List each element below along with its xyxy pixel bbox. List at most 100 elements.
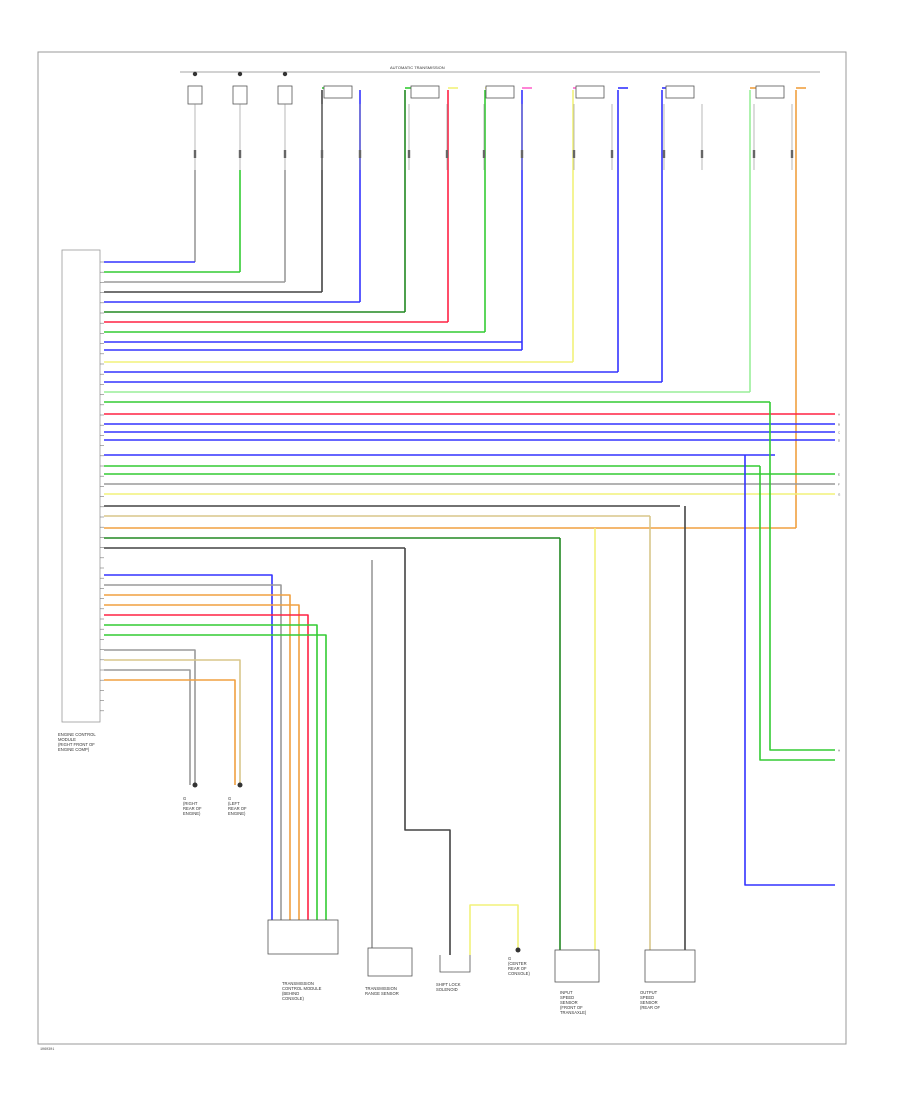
diagram-title: AUTOMATIC TRANSMISSION xyxy=(390,65,445,70)
top-component-1 xyxy=(232,71,248,170)
svg-text:ENGINE): ENGINE) xyxy=(183,811,201,816)
right-tag-1: B xyxy=(838,423,840,427)
top-component-4 xyxy=(407,85,449,170)
tcm-component: TRANSMISSION CONTROL MODULE (BEHIND CONS… xyxy=(267,919,339,1001)
top-ground-icon xyxy=(192,71,198,77)
svg-text:OUTPUT: OUTPUT xyxy=(640,990,658,995)
tcm-wire-3 xyxy=(104,604,300,920)
svg-text:REAR OF: REAR OF xyxy=(183,806,202,811)
tcm-wire-1 xyxy=(104,584,282,920)
svg-text:ENGINE): ENGINE) xyxy=(228,811,246,816)
top-ground-icon xyxy=(282,71,288,77)
solenoid-box xyxy=(485,85,515,99)
svg-text:(LEFT: (LEFT xyxy=(228,801,240,806)
svg-text:RANGE SENSOR: RANGE SENSOR xyxy=(365,991,399,996)
right-tag-5: F xyxy=(838,483,840,487)
top-pin-0 xyxy=(407,150,411,158)
top-pin-0 xyxy=(572,150,576,158)
svg-text:TRANSMISSION: TRANSMISSION xyxy=(282,981,314,986)
solenoid-box xyxy=(755,85,785,99)
top-pin-1 xyxy=(610,150,614,158)
svg-text:(FRONT OF: (FRONT OF xyxy=(560,1005,583,1010)
solenoid-box xyxy=(323,85,353,99)
top-pin-0 xyxy=(283,150,287,158)
output-speed-sensor: OUTPUT SPEED SENSOR (REAR OF xyxy=(640,949,696,1010)
top-component-0 xyxy=(187,71,203,170)
svg-text:G: G xyxy=(228,796,231,801)
svg-text:ENGINE CONTROL: ENGINE CONTROL xyxy=(58,732,96,737)
ground-2-component: G (LEFT REAR OF ENGINE) xyxy=(228,782,247,816)
top-component-3 xyxy=(320,85,362,170)
diagram-frame xyxy=(37,51,847,1045)
svg-text:REAR OF: REAR OF xyxy=(228,806,247,811)
top-pin-0 xyxy=(238,150,242,158)
top-pin-1 xyxy=(445,150,449,158)
right-tag-7: H xyxy=(838,749,840,753)
svg-text:CONSOLE): CONSOLE) xyxy=(282,996,304,1001)
right-tag-4: E xyxy=(838,473,840,477)
ecm-label: ENGINE CONTROL MODULE (RIGHT FRONT OF EN… xyxy=(58,732,96,752)
top-connector-box xyxy=(232,85,248,105)
right-tag-0: A xyxy=(838,413,840,417)
tcm-wire-0 xyxy=(104,574,273,920)
svg-text:TRANSAXLE): TRANSAXLE) xyxy=(560,1010,587,1015)
svg-text:INPUT: INPUT xyxy=(560,990,573,995)
svg-text:G: G xyxy=(183,796,186,801)
top-pin-0 xyxy=(482,150,486,158)
input-speed-sensor: INPUT SPEED SENSOR (FRONT OF TRANSAXLE) xyxy=(554,949,600,1015)
transmission-range-sensor: TRANSMISSION RANGE SENSOR xyxy=(365,947,413,996)
right-drop-green-2 xyxy=(759,466,835,761)
top-ground-icon xyxy=(237,71,243,77)
top-component-8 xyxy=(752,85,794,170)
solenoid-box xyxy=(410,85,440,99)
ecm-connector xyxy=(61,249,101,723)
top-component-7 xyxy=(662,85,704,170)
top-pin-1 xyxy=(520,150,524,158)
svg-text:CONTROL MODULE: CONTROL MODULE xyxy=(282,986,322,991)
top-pin-1 xyxy=(700,150,704,158)
top-pin-0 xyxy=(320,150,324,158)
svg-text:CONSOLE): CONSOLE) xyxy=(508,971,530,976)
tcm-wire-6 xyxy=(104,634,327,920)
svg-text:MODULE: MODULE xyxy=(58,737,76,742)
top-component-6 xyxy=(572,85,614,170)
right-drop-blue xyxy=(744,455,835,886)
top-component-5 xyxy=(482,85,524,170)
svg-text:REAR OF: REAR OF xyxy=(508,966,527,971)
top-component-group xyxy=(187,71,794,170)
top-component-2 xyxy=(277,71,293,170)
pin-group: A BCD E F G H xyxy=(100,261,841,753)
ground-wire-4 xyxy=(104,679,236,785)
svg-text:(BEHIND: (BEHIND xyxy=(282,991,299,996)
right-tag-2: C xyxy=(838,431,841,435)
svg-text:SPEED: SPEED xyxy=(560,995,574,1000)
tcm-wire-4 xyxy=(104,614,309,920)
right-tag-6: G xyxy=(838,493,841,497)
top-pin-1 xyxy=(790,150,794,158)
top-pin-1 xyxy=(358,150,362,158)
top-pin-0 xyxy=(752,150,756,158)
svg-text:G: G xyxy=(508,956,511,961)
ground-1-component: G (RIGHT REAR OF ENGINE) xyxy=(183,782,202,816)
right-tag-3: D xyxy=(838,439,841,443)
svg-text:SHIFT LOCK: SHIFT LOCK xyxy=(436,982,461,987)
top-pin-0 xyxy=(193,150,197,158)
shift-lock-ground-wire xyxy=(469,904,519,955)
svg-text:(REAR OF: (REAR OF xyxy=(640,1005,660,1010)
ground-wire-2 xyxy=(104,659,241,785)
svg-text:SENSOR: SENSOR xyxy=(640,1000,658,1005)
solenoid-box xyxy=(665,85,695,99)
svg-text:SOLENOID: SOLENOID xyxy=(436,987,458,992)
footer-code: 1060301 xyxy=(40,1048,54,1052)
svg-text:(RIGHT: (RIGHT xyxy=(183,801,198,806)
ground-wire-1 xyxy=(104,649,196,785)
solenoid-box xyxy=(575,85,605,99)
tcm-wire-2 xyxy=(104,594,291,920)
ground-wire-3 xyxy=(104,669,191,785)
top-connector-box xyxy=(277,85,293,105)
svg-text:(CENTER: (CENTER xyxy=(508,961,527,966)
right-drop-green xyxy=(769,402,835,751)
svg-text:SPEED: SPEED xyxy=(640,995,654,1000)
ground-3-component: G (CENTER REAR OF CONSOLE) xyxy=(508,947,530,976)
